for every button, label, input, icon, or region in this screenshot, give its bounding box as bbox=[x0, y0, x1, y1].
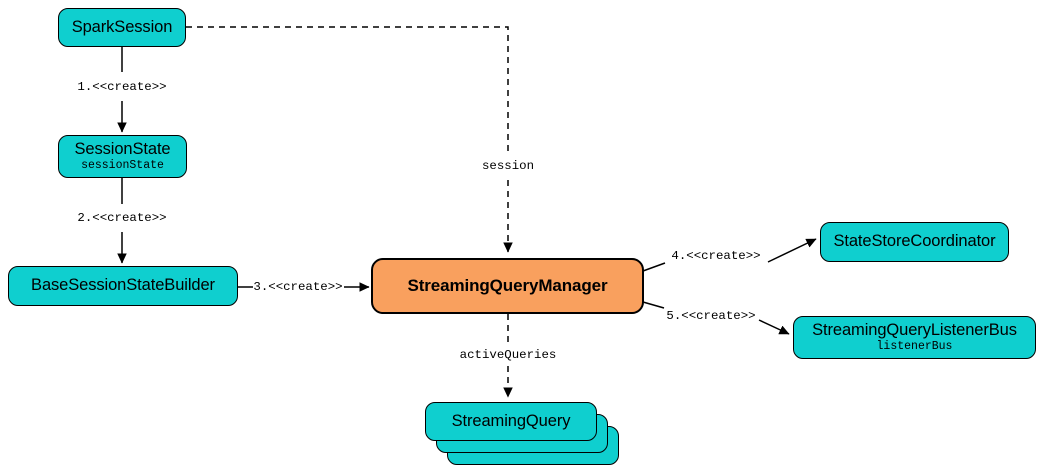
edge-label-create-3: 3.<<create>> bbox=[253, 280, 343, 294]
node-title: SparkSession bbox=[71, 17, 173, 36]
node-spark-session[interactable]: SparkSession bbox=[58, 8, 186, 47]
edge-label-create-4: 4.<<create>> bbox=[671, 249, 761, 263]
node-title: SessionState bbox=[74, 139, 171, 158]
node-title: StreamingQueryManager bbox=[407, 276, 608, 296]
node-streaming-query-listener-bus[interactable]: StreamingQueryListenerBus listenerBus bbox=[793, 316, 1036, 359]
node-base-session-state-builder[interactable]: BaseSessionStateBuilder bbox=[8, 266, 238, 306]
edge-label-active-queries: activeQueries bbox=[459, 348, 557, 362]
edge-label-create-2: 2.<<create>> bbox=[77, 211, 167, 225]
edge-label-session: session bbox=[481, 159, 535, 173]
edge-label-create-1: 1.<<create>> bbox=[77, 80, 167, 94]
connector-session-dashed bbox=[186, 26, 513, 253]
node-streaming-query[interactable]: StreamingQuery bbox=[425, 402, 597, 441]
node-state-store-coordinator[interactable]: StateStoreCoordinator bbox=[820, 222, 1009, 262]
edge-label-create-5: 5.<<create>> bbox=[666, 309, 756, 323]
node-title: BaseSessionStateBuilder bbox=[31, 276, 215, 295]
node-streaming-query-stack[interactable]: StreamingQuery bbox=[425, 402, 620, 469]
node-title: StreamingQueryListenerBus bbox=[812, 320, 1017, 339]
node-session-state[interactable]: SessionState sessionState bbox=[58, 135, 187, 178]
node-field-label: listenerBus bbox=[876, 340, 953, 354]
node-streaming-query-manager[interactable]: StreamingQueryManager bbox=[371, 258, 644, 314]
node-title: StateStoreCoordinator bbox=[833, 232, 996, 251]
node-field-label: sessionState bbox=[81, 159, 164, 173]
node-title: StreamingQuery bbox=[451, 411, 571, 430]
